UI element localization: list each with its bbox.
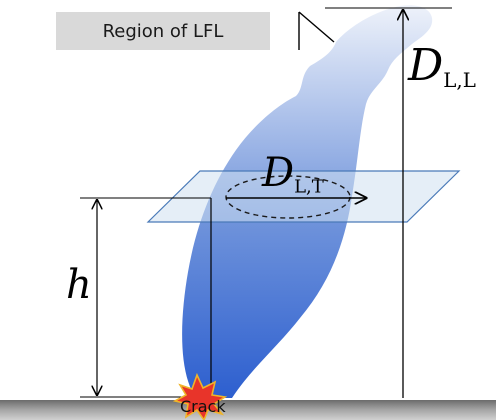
height-label: h [66,262,92,308]
crack-burst-icon [172,372,228,420]
transverse-length-subscript: L,T [294,176,324,198]
cross-section-plane [146,170,461,223]
crack-label: Crack [180,397,226,416]
longitudinal-length-subscript: L,L [443,68,476,92]
region-of-lfl-label: Region of LFL [102,20,224,42]
legend-leader-diagonal [298,11,335,43]
height-symbol: h [66,262,92,308]
longitudinal-length-symbol: D [408,40,444,91]
region-of-lfl-legend: Region of LFL [56,12,270,50]
transverse-length-symbol: D [262,150,295,196]
ground-strip [0,400,496,420]
longitudinal-length-label: DL,L [408,40,476,92]
transverse-length-label: DL,T [262,150,324,197]
lfl-cross-section-ellipse [225,175,351,219]
